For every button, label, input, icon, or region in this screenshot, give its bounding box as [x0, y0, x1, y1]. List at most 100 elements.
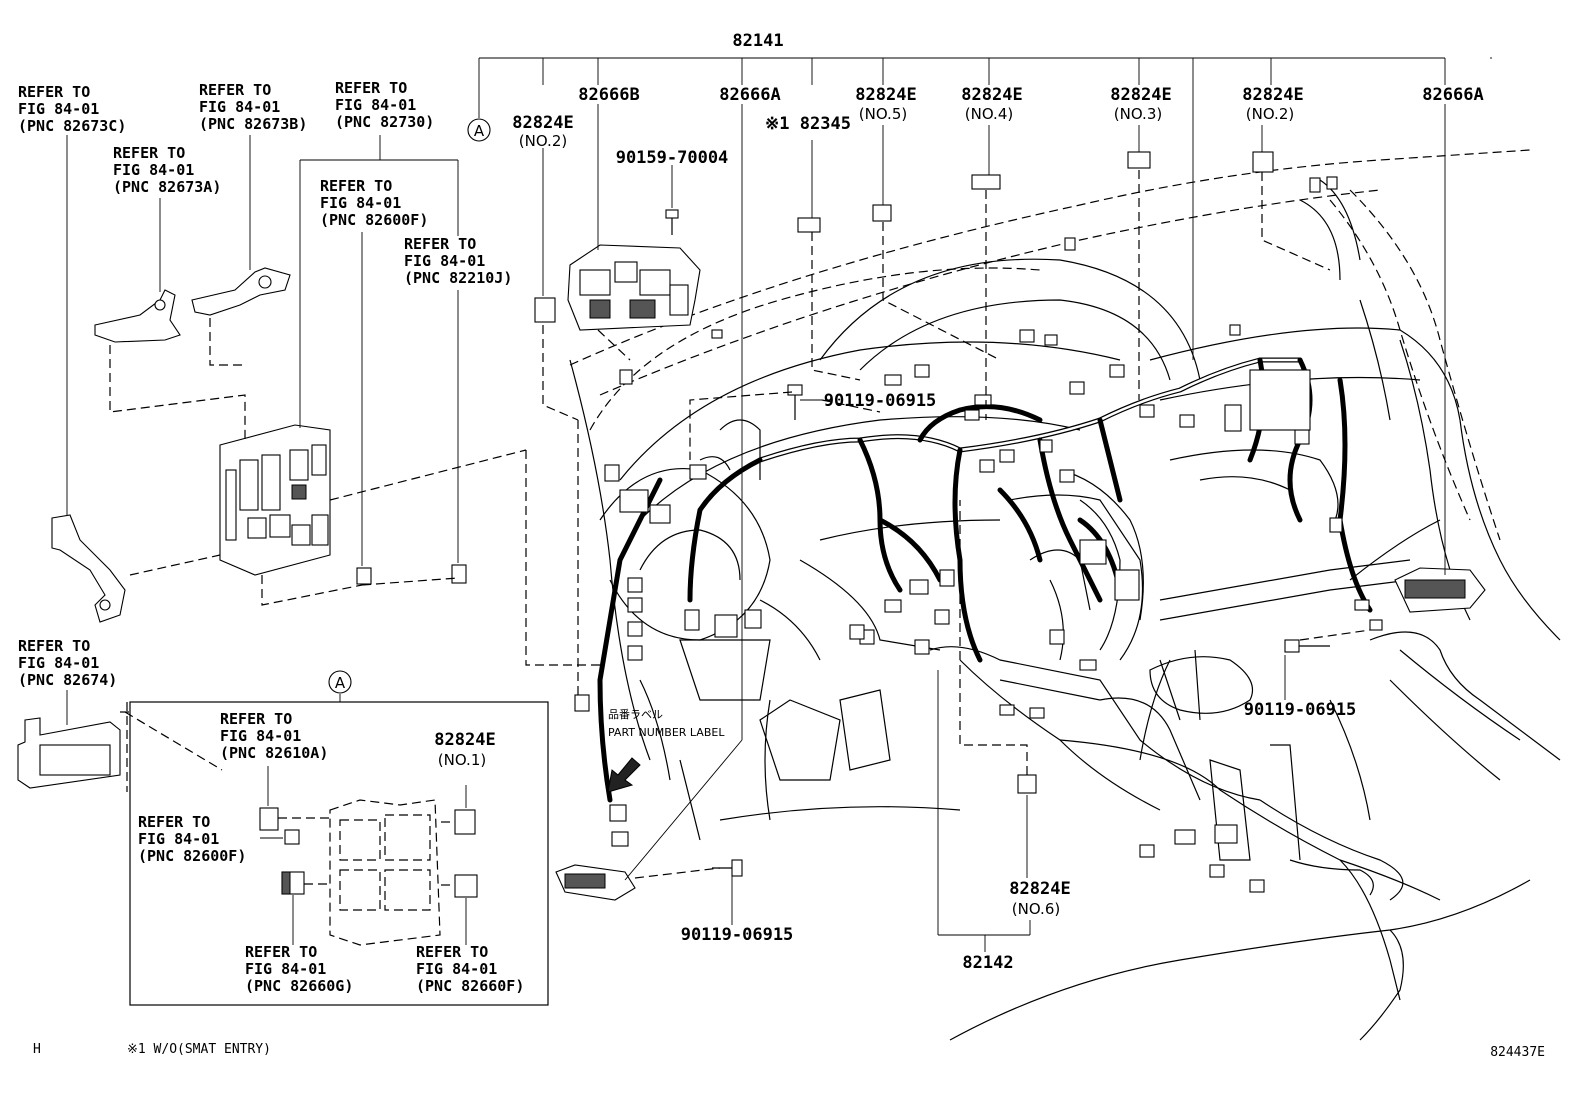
refer-82673b-line2: FIG 84-01: [199, 98, 280, 116]
label-90159-70004: 90159-70004: [616, 148, 729, 168]
bracket-82673c: [51, 514, 126, 623]
refer-82673a-line3: (PNC 82673A): [113, 178, 221, 196]
refer-82660g-line1: REFER TO: [245, 943, 317, 961]
inset-relay-block-outline: [329, 799, 441, 946]
refer-82610a: REFER TO FIG 84-01 (PNC 82610A): [220, 710, 328, 762]
label-82141: 82141: [732, 31, 783, 51]
callout-a-main-text: A: [474, 122, 485, 140]
label-no1: (NO.1): [438, 751, 486, 769]
part-number-label-arrow: [607, 757, 641, 793]
label-82824e-no1: 82824E: [434, 730, 495, 750]
refer-82674-line3: (PNC 82674): [18, 671, 117, 689]
callout-a-detail-text: A: [335, 674, 346, 692]
label-90119-06915-center: 90119-06915: [824, 391, 937, 411]
refer-82600f-top-line3: (PNC 82600F): [320, 211, 428, 229]
connector-82824e-no4: [971, 174, 1001, 190]
refer-82610a-line3: (PNC 82610A): [220, 744, 328, 762]
inset-relay-82600f: [284, 829, 300, 845]
refer-82673c-line3: (PNC 82673C): [18, 117, 126, 135]
footer-left-mark: H: [33, 1042, 41, 1057]
label-82142: 82142: [962, 953, 1013, 973]
label-no5: (NO.5): [859, 105, 907, 123]
label-82666b: 82666B: [578, 85, 639, 105]
inset-relay-82660g: [281, 871, 305, 895]
relay-block-82730: [219, 424, 331, 576]
refer-82674-line2: FIG 84-01: [18, 654, 99, 672]
label-no3: (NO.3): [1114, 105, 1162, 123]
label-82666a-right: 82666A: [1422, 85, 1483, 105]
connector-82824e-no6: [1017, 774, 1037, 794]
refer-82610a-line1: REFER TO: [220, 710, 292, 728]
main-harness-82141: [597, 357, 1373, 803]
refer-82660f-line3: (PNC 82660F): [416, 977, 524, 995]
refer-82660f-line1: REFER TO: [416, 943, 488, 961]
harness-connectors: [574, 176, 1383, 893]
refer-82673b: REFER TO FIG 84-01 (PNC 82673B): [199, 81, 307, 133]
refer-82673b-line3: (PNC 82673B): [199, 115, 307, 133]
inset-relay-82660f: [454, 874, 478, 898]
inset-relay-82610a: [259, 807, 279, 831]
label-82824e-no2-left: 82824E: [512, 113, 573, 133]
bolt-90119-06915-bottom: [712, 859, 743, 877]
footer-figure-code: 824437E: [1490, 1045, 1545, 1060]
connector-82824e-no5: [872, 204, 892, 222]
callout-a-main: A: [467, 118, 491, 142]
refer-82600f-inset-line2: FIG 84-01: [138, 830, 219, 848]
label-90119-06915-bottom: 90119-06915: [681, 925, 794, 945]
refer-82660g-line2: FIG 84-01: [245, 960, 326, 978]
refer-82210j-line1: REFER TO: [404, 235, 476, 253]
label-82666a-center: 82666A: [719, 85, 780, 105]
refer-82730-line1: REFER TO: [335, 79, 407, 97]
refer-82673c: REFER TO FIG 84-01 (PNC 82673C): [18, 83, 126, 135]
refer-82674: REFER TO FIG 84-01 (PNC 82674): [18, 637, 117, 689]
refer-82210j-line2: FIG 84-01: [404, 252, 485, 270]
bolt-90119-06915-right: [1284, 639, 1330, 653]
junction-block-82666b: [567, 244, 701, 331]
refer-82600f-top-line1: REFER TO: [320, 177, 392, 195]
bolt-90159-70004: [665, 209, 679, 235]
bracket-82674: [17, 717, 121, 789]
refer-82673c-line2: FIG 84-01: [18, 100, 99, 118]
label-82824e-no5: 82824E: [855, 85, 916, 105]
connector-82824e-no3: [1127, 151, 1151, 169]
fuse-82600f: [356, 567, 372, 585]
fuse-82210j: [451, 564, 467, 584]
label-part-number-en: PART NUMBER LABEL: [608, 726, 725, 739]
label-90119-06915-right: 90119-06915: [1244, 700, 1357, 720]
refer-82730-line3: (PNC 82730): [335, 113, 434, 131]
refer-82600f-top: REFER TO FIG 84-01 (PNC 82600F): [320, 177, 428, 229]
refer-82210j: REFER TO FIG 84-01 (PNC 82210J): [404, 235, 512, 287]
junction-block-82666a-left: [555, 864, 636, 901]
label-no6: (NO.6): [1012, 900, 1060, 918]
connector-82824e-no2-left: [534, 297, 556, 323]
connector-82345: [797, 217, 821, 233]
refer-82600f-inset: REFER TO FIG 84-01 (PNC 82600F): [138, 813, 246, 865]
refer-82673c-line1: REFER TO: [18, 83, 90, 101]
connector-82824e-no2-right: [1252, 151, 1274, 173]
label-no2-left: (NO.2): [519, 132, 567, 150]
label-82824e-no6: 82824E: [1009, 879, 1070, 899]
refer-82210j-line3: (PNC 82210J): [404, 269, 512, 287]
footer-note: ※1 W/O(SMAT ENTRY): [127, 1042, 271, 1057]
label-82824e-no4: 82824E: [961, 85, 1022, 105]
refer-82600f-inset-line1: REFER TO: [138, 813, 210, 831]
refer-82660g: REFER TO FIG 84-01 (PNC 82660G): [245, 943, 353, 995]
label-82824e-no2-right: 82824E: [1242, 85, 1303, 105]
callout-a-detail: A: [328, 670, 352, 694]
refer-82730: REFER TO FIG 84-01 (PNC 82730): [335, 79, 434, 131]
bolt-90119-06915-center: [787, 384, 803, 420]
refer-82660f: REFER TO FIG 84-01 (PNC 82660F): [416, 943, 524, 995]
refer-82660g-line3: (PNC 82660G): [245, 977, 353, 995]
refer-82660f-line2: FIG 84-01: [416, 960, 497, 978]
refer-82673b-line1: REFER TO: [199, 81, 271, 99]
refer-82730-line2: FIG 84-01: [335, 96, 416, 114]
refer-82610a-line2: FIG 84-01: [220, 727, 301, 745]
refer-82673a-line2: FIG 84-01: [113, 161, 194, 179]
bracket-82673b: [191, 267, 291, 316]
refer-82674-line1: REFER TO: [18, 637, 90, 655]
label-82345: ※1 82345: [765, 114, 851, 134]
refer-82673a: REFER TO FIG 84-01 (PNC 82673A): [113, 144, 221, 196]
refer-82600f-top-line2: FIG 84-01: [320, 194, 401, 212]
refer-82600f-inset-line3: (PNC 82600F): [138, 847, 246, 865]
